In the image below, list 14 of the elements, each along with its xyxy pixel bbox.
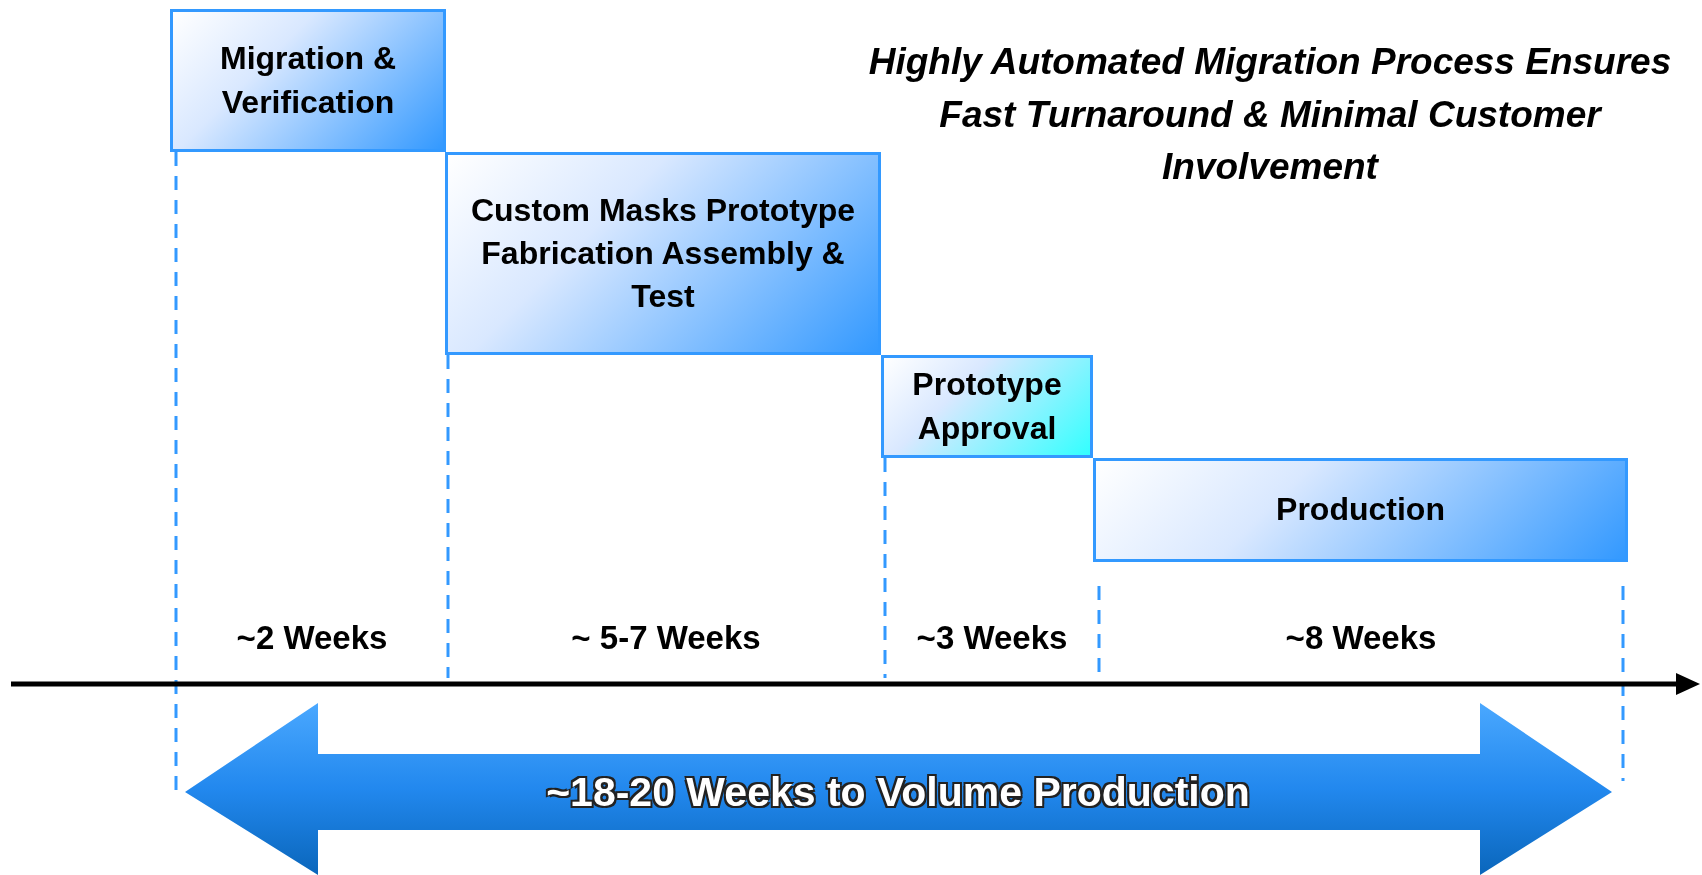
- phase-box: [170, 9, 446, 152]
- phase-label: Production: [1276, 490, 1445, 530]
- phase-label: Prototype Approval: [911, 365, 1063, 448]
- phase-label: Custom Masks Prototype Fabrication Assembly & Test: [469, 190, 857, 317]
- duration-label: ~ 5-7 Weeks: [571, 618, 761, 658]
- phase-box: [445, 152, 881, 355]
- phase-box: [881, 355, 1093, 458]
- headline: Highly Automated Migration Process Ensures Fast Turnaround & Minimal Customer Involvement: [867, 40, 1673, 190]
- total-duration-label: ~18-20 Weeks to Volume Production: [546, 768, 1250, 816]
- duration-label: ~2 Weeks: [236, 618, 388, 658]
- duration-label: ~8 Weeks: [1285, 618, 1437, 658]
- phase-box: [1093, 458, 1628, 562]
- duration-label: ~3 Weeks: [916, 618, 1068, 658]
- phase-label: Migration & Verification: [219, 39, 397, 122]
